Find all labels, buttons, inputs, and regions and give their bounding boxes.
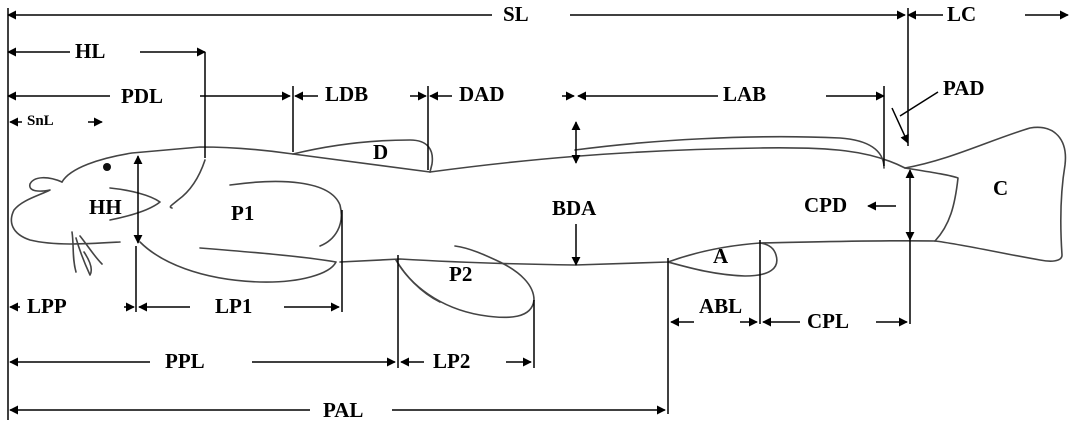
label-snl: SnL — [24, 114, 57, 129]
fish-dorsal-profile — [429, 147, 906, 173]
label-pal: PAL — [320, 400, 367, 421]
label-cpd: CPD — [804, 193, 848, 217]
label-bda: BDA — [552, 196, 597, 220]
pelvic-fin-inner — [395, 259, 441, 303]
label-c: C — [993, 176, 1009, 200]
label-abl: ABL — [696, 296, 746, 317]
pectoral-fin-upper — [229, 180, 342, 247]
label-lp1: LP1 — [212, 296, 256, 317]
pad-pointer — [899, 91, 939, 117]
label-a: A — [713, 244, 729, 268]
label-lp2: LP2 — [430, 351, 474, 372]
label-lab: LAB — [720, 84, 770, 105]
anal-fin-outline — [667, 242, 778, 277]
label-hl: HL — [72, 41, 109, 62]
label-lpp: LPP — [24, 296, 70, 317]
operculum — [169, 159, 206, 209]
fish-ventral-profile — [339, 239, 936, 266]
label-p1: P1 — [231, 201, 255, 225]
label-pdl: PDL — [118, 86, 166, 107]
caudal-fin-outline — [904, 126, 1067, 262]
caudal-base — [904, 167, 959, 242]
label-sl: SL — [500, 4, 532, 25]
dorsal-fin-outline — [292, 139, 434, 173]
label-pad: PAD — [940, 78, 988, 99]
pectoral-fin-outline — [139, 241, 337, 283]
label-hh: HH — [89, 195, 122, 219]
fish-eye — [103, 163, 111, 171]
label-ppl: PPL — [162, 351, 208, 372]
label-p2: P2 — [449, 262, 473, 286]
fish-snout — [10, 176, 121, 245]
fish-head-profile — [61, 146, 431, 183]
gill-slit — [109, 187, 161, 221]
label-ldb: LDB — [322, 84, 372, 105]
adipose-fin-outline — [574, 135, 885, 169]
barbels — [71, 231, 103, 276]
label-d: D — [373, 140, 389, 164]
pad-arrow — [891, 107, 909, 144]
label-lc: LC — [944, 4, 980, 25]
label-cpl: CPL — [804, 311, 852, 332]
label-dad: DAD — [456, 84, 508, 105]
